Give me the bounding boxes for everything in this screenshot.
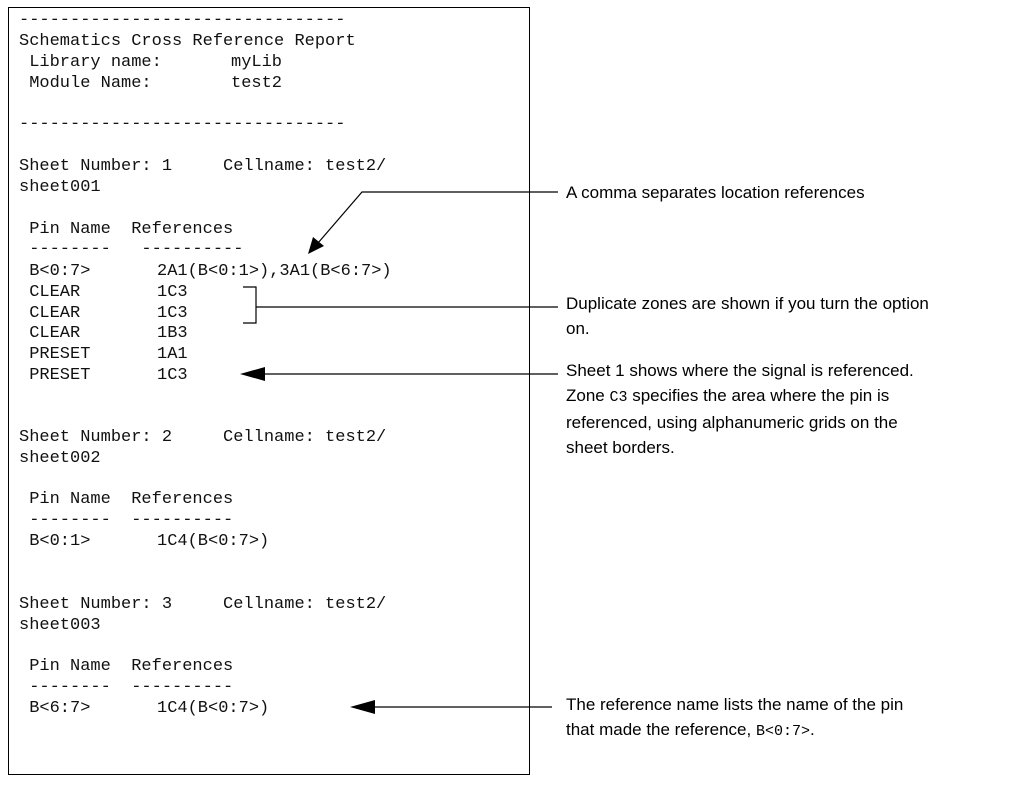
library-name-value: myLib xyxy=(231,53,283,72)
refname-note-text: that made the reference, xyxy=(566,720,756,739)
library-name-label: Library name: xyxy=(19,53,162,72)
table-row-pin: CLEAR xyxy=(19,324,81,343)
comma-arrowhead xyxy=(308,237,324,254)
sheet1-note-line: Sheet 1 shows where the signal is refere… xyxy=(566,361,914,380)
sheet-header: Sheet Number: 3 Cellname: test2/ xyxy=(19,595,387,614)
separator-bottom: -------------------------------- xyxy=(19,115,346,134)
zone-arrowhead xyxy=(240,367,265,381)
zone-code: C3 xyxy=(609,389,628,406)
table-row-refs: 1C4(B<0:7>) xyxy=(157,699,270,718)
duplicate-bracket xyxy=(243,286,257,324)
table-row-refs: 1C3 xyxy=(157,283,188,302)
sheet-name: sheet001 xyxy=(19,178,101,197)
table-row-pin: PRESET xyxy=(19,345,91,364)
table-row-pin: PRESET xyxy=(19,366,91,385)
duplicate-note: Duplicate zones are shown if you turn th… xyxy=(566,291,1006,341)
refname-arrowhead xyxy=(350,700,375,714)
module-name-value: test2 xyxy=(231,74,283,93)
report-title: Schematics Cross Reference Report xyxy=(19,32,356,51)
column-header: Pin Name References xyxy=(19,490,234,509)
refname-note-line: The reference name lists the name of the… xyxy=(566,695,904,714)
table-row-pin: B<6:7> xyxy=(19,699,91,718)
column-header: Pin Name References xyxy=(19,657,234,676)
comma-callout-line xyxy=(317,191,558,244)
table-row-refs: 1B3 xyxy=(157,324,188,343)
duplicate-note-line: on. xyxy=(566,319,590,338)
table-row-pin: B<0:7> xyxy=(19,262,91,281)
separator-top: -------------------------------- xyxy=(19,11,346,30)
table-row-refs: 1A1 xyxy=(157,345,188,364)
column-rule: -------- ---------- xyxy=(19,240,244,259)
report-frame xyxy=(8,7,530,775)
duplicate-note-line: Duplicate zones are shown if you turn th… xyxy=(566,294,929,313)
table-row-refs: 1C3 xyxy=(157,304,188,323)
table-row-pin: CLEAR xyxy=(19,283,81,302)
module-name-label: Module Name: xyxy=(19,74,152,93)
sheet-name: sheet003 xyxy=(19,616,101,635)
column-header: Pin Name References xyxy=(19,220,234,239)
sheet-name: sheet002 xyxy=(19,449,101,468)
table-row-refs: 1C4(B<0:7>) xyxy=(157,532,270,551)
sheet-header: Sheet Number: 2 Cellname: test2/ xyxy=(19,428,387,447)
sheet1-note: Sheet 1 shows where the signal is refere… xyxy=(566,358,1006,460)
sheet-header: Sheet Number: 1 Cellname: test2/ xyxy=(19,157,387,176)
comma-note: A comma separates location references xyxy=(566,183,865,202)
refname-note-text: . xyxy=(809,720,815,739)
pin-code: B<0:7> xyxy=(755,723,810,740)
sheet1-note-line: referenced, using alphanumeric grids on … xyxy=(566,413,898,432)
sheet1-note-text: Zone xyxy=(566,386,610,405)
table-row-refs: 2A1(B<0:1>),3A1(B<6:7>) xyxy=(157,262,392,281)
column-rule: -------- ---------- xyxy=(19,678,234,697)
refname-note-line: that made the reference, B<0:7>. xyxy=(566,717,1006,744)
sheet1-note-text: specifies the area where the pin is xyxy=(627,386,890,405)
table-row-refs: 1C3 xyxy=(157,366,188,385)
sheet1-note-line: Zone C3 specifies the area where the pin… xyxy=(566,383,1006,410)
sheet1-note-line: sheet borders. xyxy=(566,438,675,457)
table-row-pin: B<0:1> xyxy=(19,532,91,551)
refname-note: The reference name lists the name of the… xyxy=(566,692,1006,744)
table-row-pin: CLEAR xyxy=(19,304,81,323)
column-rule: -------- ---------- xyxy=(19,511,234,530)
